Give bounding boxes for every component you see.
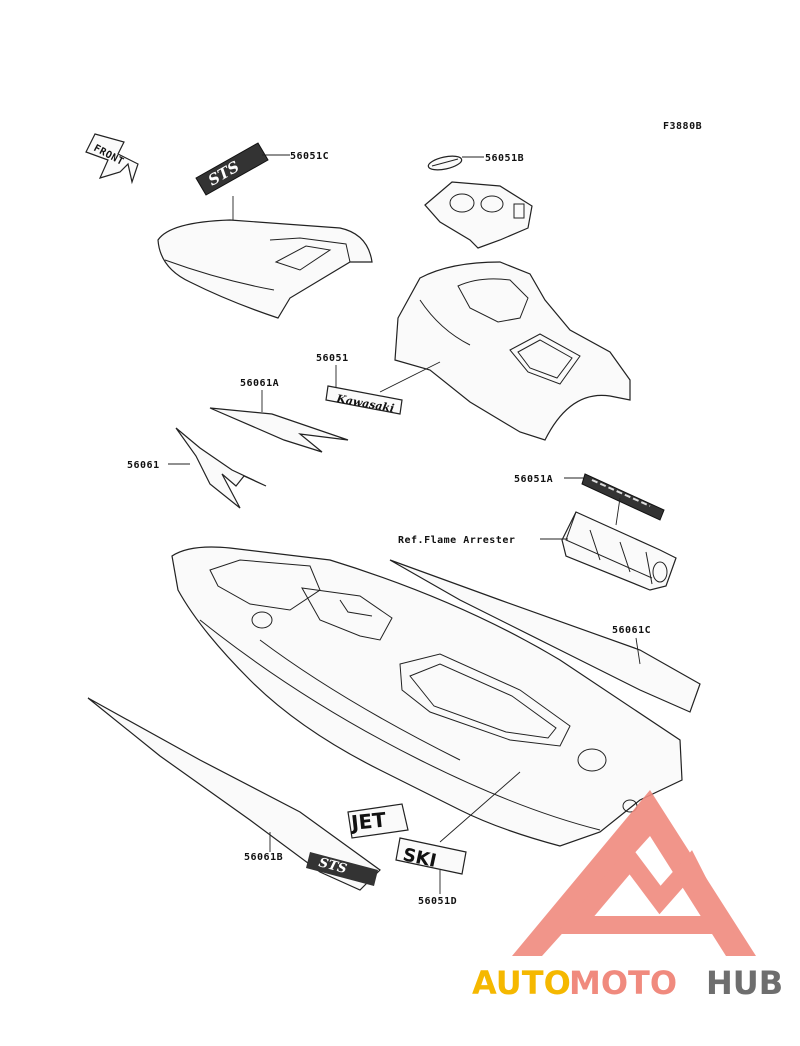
leader-56061c bbox=[635, 637, 641, 665]
leader-56051-hood bbox=[379, 361, 441, 393]
flame-arrester bbox=[561, 511, 677, 591]
label-ref-flame-arrester: Ref.Flame Arrester bbox=[398, 535, 515, 546]
label-56061a: 56061A bbox=[240, 378, 279, 389]
label-56061: 56061 bbox=[127, 460, 160, 471]
label-56051b: 56051B bbox=[485, 153, 524, 164]
stripe-56061c bbox=[389, 559, 701, 713]
stripe-56061 bbox=[175, 427, 267, 509]
watermark-moto: MOTO bbox=[569, 964, 677, 1002]
decal-56051-kawasaki: Kawasaki bbox=[325, 385, 403, 415]
decal-text-jet: JET bbox=[348, 807, 387, 835]
hull bbox=[171, 546, 683, 847]
label-56061b: 56061B bbox=[244, 852, 283, 863]
watermark-text: AUTO MOTO HUB bbox=[472, 964, 783, 1002]
label-56051: 56051 bbox=[316, 353, 349, 364]
label-56051d: 56051D bbox=[418, 896, 457, 907]
stripe-56061a bbox=[209, 407, 349, 453]
decal-56051a bbox=[581, 473, 665, 521]
watermark-auto: AUTO bbox=[472, 964, 571, 1002]
instrument-panel bbox=[424, 181, 533, 249]
deck-hood bbox=[394, 261, 631, 441]
front-arrow: FRONT bbox=[85, 133, 139, 185]
label-56051c: 56051C bbox=[290, 151, 329, 162]
decal-text-sts-56061b: STS bbox=[317, 855, 348, 877]
leader-56051d-hull bbox=[439, 771, 521, 843]
watermark-logo bbox=[512, 790, 756, 956]
watermark-hub: HUB bbox=[706, 964, 783, 1002]
figure-code: F3880B bbox=[663, 121, 702, 132]
label-56051a: 56051A bbox=[514, 474, 553, 485]
decal-56051b bbox=[427, 155, 463, 171]
label-56061c: 56061C bbox=[612, 625, 651, 636]
seat-part bbox=[157, 219, 373, 319]
stripe-56061b: STS bbox=[87, 697, 381, 891]
decal-56051c: STS bbox=[195, 142, 269, 196]
leader-56051a-down bbox=[615, 497, 621, 526]
